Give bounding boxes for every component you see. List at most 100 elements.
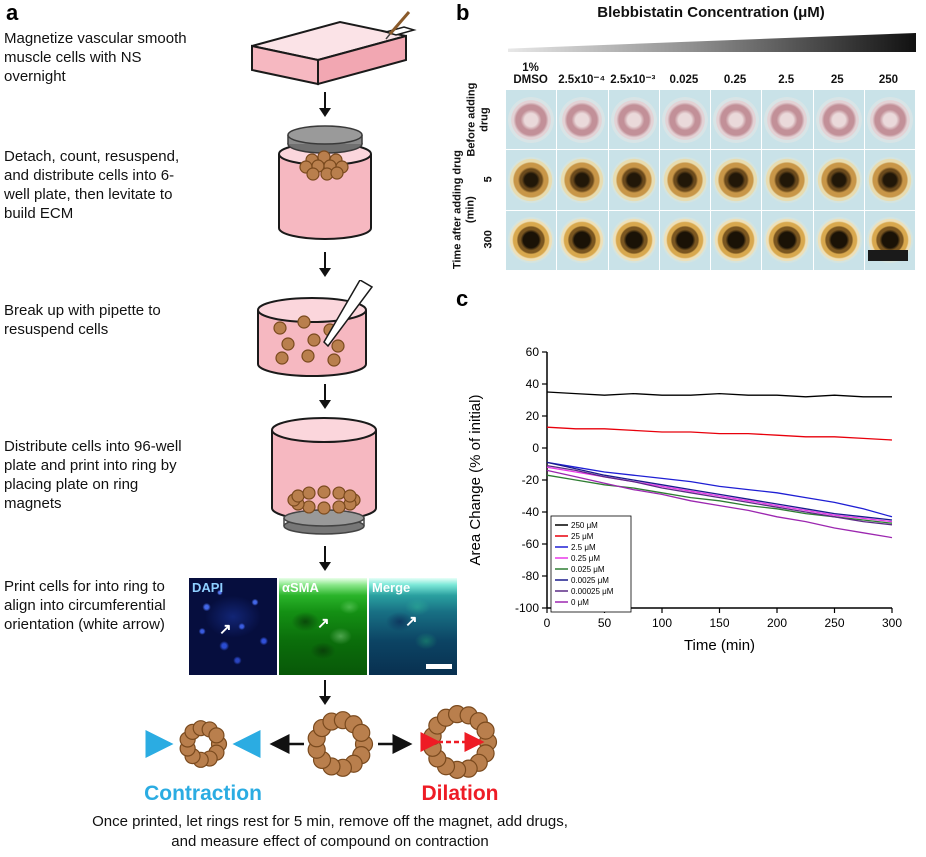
y-tick-label: -40 — [522, 505, 540, 519]
white-arrow-icon: ↗ — [219, 621, 232, 638]
well-image — [506, 90, 557, 150]
ring-in-well — [508, 156, 555, 203]
concentration-header: 250 — [878, 73, 899, 86]
ring-in-well — [610, 217, 657, 264]
panel-a-label: a — [6, 0, 19, 25]
pipette-icon — [323, 280, 374, 348]
well-image — [608, 210, 659, 270]
x-tick-label: 50 — [598, 616, 612, 630]
concentration-header: 2.5x10⁻⁴ — [558, 73, 606, 86]
well-image — [711, 150, 762, 210]
flow-arrow-4 — [319, 546, 331, 571]
legend-entry: 2.5 μM — [571, 543, 596, 552]
y-tick-label: 0 — [532, 441, 539, 455]
ring-in-well — [661, 96, 708, 143]
contracted-ring — [179, 720, 228, 768]
well-image — [557, 210, 608, 270]
concentration-header: 0.025 — [669, 73, 699, 86]
well-image — [762, 90, 813, 150]
step-5-text: Print cells for into ring to align into … — [4, 578, 166, 633]
well-image — [659, 150, 710, 210]
tube-magnet-illustration — [278, 125, 372, 240]
ring-in-well — [866, 96, 913, 143]
dilation-label: Dilation — [421, 782, 499, 805]
cell-clump — [299, 150, 349, 181]
printed-ring — [307, 711, 374, 777]
legend-entry: 0.25 μM — [571, 554, 600, 563]
row-label-time: Time after adding drug (min) — [451, 150, 476, 270]
step-1-text: Magnetize vascular smooth muscle cells w… — [4, 30, 187, 85]
ring-in-well — [610, 156, 657, 203]
well-image — [762, 210, 813, 270]
panel-a-caption: Once printed, let rings rest for 5 min, … — [92, 813, 568, 850]
y-tick-label: -100 — [515, 601, 539, 615]
row-time-300: 300 — [482, 230, 495, 249]
concentration-header: 2.5x10⁻³ — [610, 73, 656, 86]
x-axis-label: Time (min) — [684, 637, 755, 654]
well-image — [659, 210, 710, 270]
legend-entry: 0.00025 μM — [571, 587, 614, 596]
well-image — [659, 90, 710, 150]
concentration-header: 1% DMSO — [513, 61, 548, 86]
well-image — [864, 150, 915, 210]
ring-in-well — [661, 217, 708, 264]
well-image — [711, 210, 762, 270]
legend-entry: 250 μM — [571, 521, 598, 530]
ring-in-well — [815, 217, 862, 264]
concentration-title: Blebbistatin Concentration (μM) — [597, 4, 825, 21]
well-image — [711, 90, 762, 150]
flow-arrow-2 — [319, 252, 331, 277]
dapi-label: DAPI — [192, 580, 224, 595]
ring-in-well — [559, 217, 606, 264]
well-image — [762, 150, 813, 210]
well-image — [506, 150, 557, 210]
ring-in-well — [610, 96, 657, 143]
well-image — [557, 150, 608, 210]
x-tick-label: 250 — [824, 616, 844, 630]
needle-icon — [388, 11, 411, 35]
ring-in-well — [764, 96, 811, 143]
flow-arrow-3 — [319, 384, 331, 409]
merge-micrograph: Merge ↗ — [369, 578, 457, 675]
x-tick-label: 150 — [709, 616, 729, 630]
well-image — [813, 150, 864, 210]
chart-line — [546, 461, 893, 521]
chart-line — [546, 391, 892, 398]
concentration-header: 0.25 — [723, 73, 747, 86]
y-tick-label: -80 — [522, 569, 540, 583]
concentration-header: 2.5 — [778, 73, 795, 86]
well-image — [864, 210, 915, 270]
dapi-micrograph: DAPI ↗ — [189, 578, 277, 675]
ring-in-well — [713, 217, 760, 264]
ring-in-well — [713, 156, 760, 203]
micrograph-strip: DAPI ↗ αSMA ↗ Merge ↗ — [189, 578, 457, 675]
flow-arrow-1 — [319, 92, 331, 117]
legend-entry: 0 μM — [571, 598, 589, 607]
wells-grid — [506, 90, 915, 270]
y-tick-label: 60 — [526, 345, 540, 359]
beaker-pipette-illustration — [257, 280, 374, 377]
y-tick-label: 20 — [526, 409, 540, 423]
chart-line — [546, 426, 893, 441]
step-4-text: Distribute cells into 96-well plate and … — [4, 438, 182, 512]
well-image — [864, 90, 915, 150]
ring-in-well — [815, 156, 862, 203]
chart-line — [546, 461, 893, 518]
ring-in-well — [815, 96, 862, 143]
chart-line — [546, 469, 893, 539]
ring-in-well — [764, 217, 811, 264]
ring-in-well — [866, 156, 913, 203]
asma-micrograph: αSMA ↗ — [279, 578, 367, 675]
flow-arrow-5 — [319, 680, 331, 705]
x-tick-label: 200 — [767, 616, 787, 630]
panel-b-label: b — [456, 0, 470, 25]
ring-in-well — [508, 96, 555, 143]
ring-in-well — [661, 156, 708, 203]
well-image — [608, 90, 659, 150]
printed-cell-ring — [287, 485, 361, 515]
ring-in-well — [559, 96, 606, 143]
concentration-header: 25 — [830, 73, 844, 86]
well-image — [608, 150, 659, 210]
